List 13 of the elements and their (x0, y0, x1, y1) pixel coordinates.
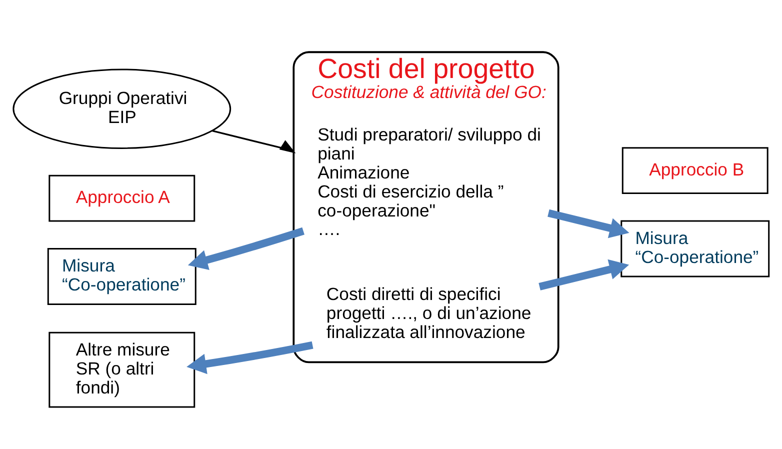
node-box: Altre misure SR (o altri fondi) (48, 332, 196, 408)
arrow (548, 209, 630, 238)
node-box: Misura “Co-operatione” (620, 220, 770, 278)
node-box: Misura “Co-operatione” (47, 248, 196, 305)
node-box: Approccio A (48, 174, 196, 222)
node-box: Approccio B (622, 147, 768, 194)
arrow (212, 130, 296, 154)
arrow (186, 341, 314, 374)
arrow (188, 227, 304, 270)
node-text: Studi preparatori/ sviluppo di piani Animazione Costi di esercizio della ” co-operazione" …. (318, 124, 541, 240)
node-text: Costi diretti di specifici progetti …., o di un’azione finalizzata all’innovazione (326, 284, 532, 342)
arrow (538, 259, 630, 290)
node-ellipse: Gruppi Operativi EIP (12, 68, 232, 149)
